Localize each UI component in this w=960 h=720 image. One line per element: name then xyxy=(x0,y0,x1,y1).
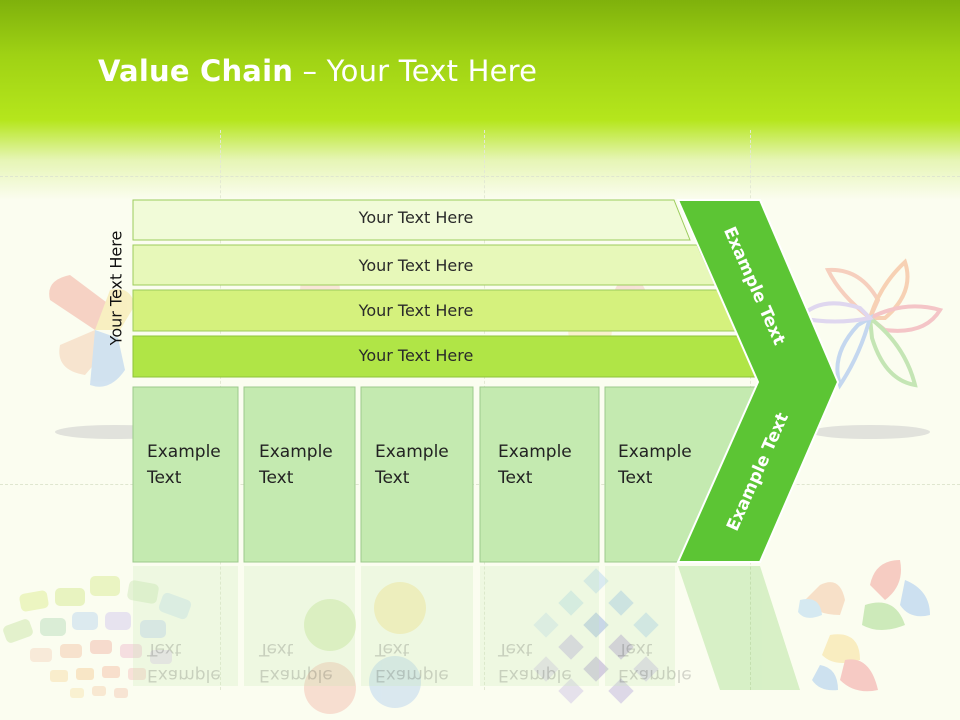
bar-label-1: Your Text Here xyxy=(358,208,474,227)
title-rest: – Your Text Here xyxy=(293,54,538,88)
margin-chevron xyxy=(676,199,840,563)
side-label: Your Text Here xyxy=(106,230,126,346)
activity-box-3 xyxy=(360,386,474,563)
pinwheel-left-icon xyxy=(49,275,135,387)
activity-box-2 xyxy=(243,386,356,563)
activity-box-1 xyxy=(132,386,239,563)
flower-bottom-icon xyxy=(304,582,426,714)
grid-line xyxy=(0,176,960,177)
bar-label-4: Your Text Here xyxy=(358,346,474,365)
activity-box-4 xyxy=(479,386,600,563)
diamond-pattern-icon xyxy=(533,568,659,704)
petals-right-icon xyxy=(798,560,930,692)
bar-label-3: Your Text Here xyxy=(358,301,474,320)
bar-label-2: Your Text Here xyxy=(358,256,474,275)
tile-pattern-left-icon xyxy=(3,576,192,698)
header-band xyxy=(0,0,960,200)
layer-bar-1 xyxy=(132,199,691,241)
title-bold: Value Chain xyxy=(98,54,294,88)
slide-title: Value Chain – Your Text Here xyxy=(98,54,537,88)
